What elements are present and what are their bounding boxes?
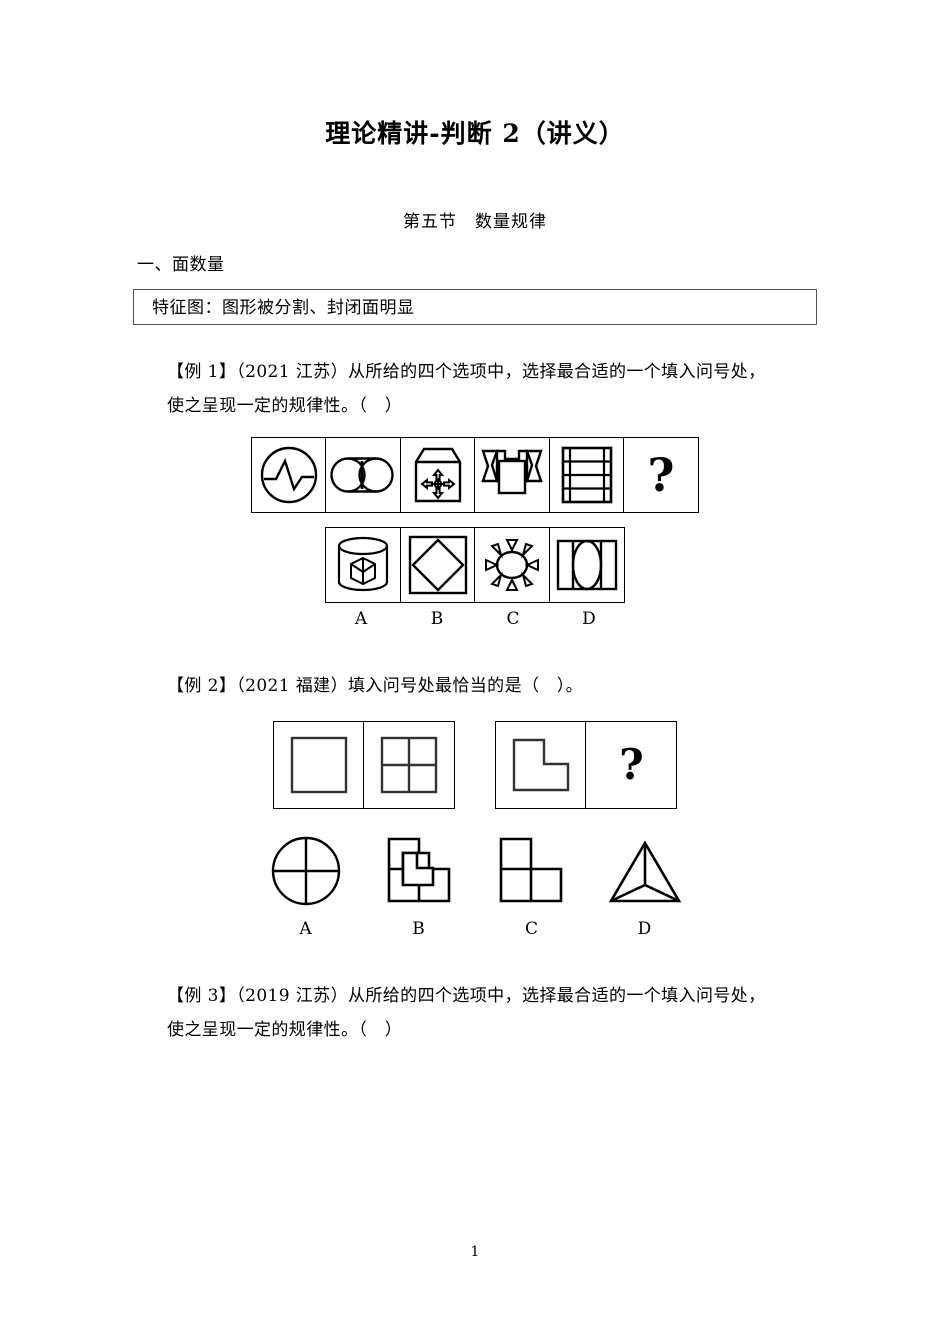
cell-question-mark: ? (585, 720, 678, 809)
option-label-b: B (430, 608, 444, 629)
rectangle-with-ellipse-and-bars-icon (556, 539, 617, 590)
circle-with-cross-icon (271, 836, 340, 905)
two-touching-circles-icon (330, 456, 395, 493)
cell-two-touching-circles (325, 436, 402, 513)
example-2-options-row (249, 827, 701, 907)
circle-with-zigzag-icon (260, 446, 318, 503)
triangle-with-center-point-icon (608, 839, 681, 902)
cell-carton-box-with-four-way-arrow (399, 436, 476, 513)
example-1-prompt-line-1: 【例 1】（2021 江苏）从所给的四个选项中，选择最合适的一个填入问号处， (167, 361, 766, 382)
example-1-prompt-line-2: 使之呈现一定的规律性。（ ） (167, 395, 403, 416)
question-mark-glyph: ? (647, 447, 675, 502)
option-d-rectangle-with-ellipse-and-bars[interactable] (548, 526, 625, 603)
example-2-option-labels: A B C D (249, 919, 701, 939)
feature-box: 特征图：图形被分割、封闭面明显 (133, 288, 817, 325)
option-b-l-tromino-with-inner-l[interactable] (362, 827, 475, 907)
example-3-prompt-line-2: 使之呈现一定的规律性。（ ） (167, 1019, 403, 1040)
bowtie-with-square-icon (481, 449, 543, 494)
option-label-c: C (506, 608, 520, 629)
example-1-question-figure: ? (133, 436, 817, 513)
cell-circle-with-zigzag (250, 436, 327, 513)
page-number: 1 (470, 1244, 480, 1260)
option-c-l-tromino-three-squares[interactable] (475, 827, 588, 907)
example-1-options-figure: A B C D (133, 526, 817, 629)
option-c-sun-with-rays[interactable] (474, 526, 551, 603)
example-1-option-labels: A B C D (323, 609, 627, 629)
sun-with-rays-icon (485, 538, 540, 591)
example-2-options-figure: A B C D (133, 827, 817, 939)
example-1-options-row (325, 526, 625, 603)
option-label-b: B (412, 918, 425, 939)
option-d-triangle-with-center-point[interactable] (588, 827, 701, 907)
l-shaped-polygon-icon (512, 738, 570, 791)
ladder-grid-rectangle-icon (561, 446, 612, 503)
cell-plain-square (272, 720, 365, 809)
question-mark-glyph: ? (619, 739, 644, 789)
example-2-question-group-2: ? (495, 720, 678, 809)
option-b-square-with-inscribed-diamond[interactable] (399, 526, 476, 603)
example-2-question-figure: ? (133, 720, 817, 809)
square-divided-in-four-icon (380, 736, 438, 793)
section-heading: 第五节 数量规律 (403, 211, 547, 232)
cell-bowtie-with-square (474, 436, 551, 513)
cell-square-divided-in-four (363, 720, 455, 809)
sub-heading: 一、面数量 (137, 254, 225, 275)
example-1-question-row: ? (250, 436, 700, 513)
plain-square-icon (290, 736, 347, 793)
example-2-prompt-line-1: 【例 2】（2021 福建）填入问号处最恰当的是（ ）。 (167, 675, 584, 696)
cell-question-mark: ? (623, 436, 700, 513)
carton-box-with-four-way-arrow-icon (414, 447, 461, 502)
l-tromino-three-squares-icon (499, 837, 562, 902)
page-title: 理论精讲-判断 2（讲义） (325, 119, 625, 148)
example-2-options-column: A B C D (249, 827, 701, 939)
option-label-a: A (299, 918, 312, 939)
square-with-inscribed-diamond-icon (408, 535, 467, 594)
cell-l-shaped-polygon (495, 720, 587, 809)
option-label-d: D (582, 608, 596, 629)
option-label-d: D (637, 918, 652, 939)
l-tromino-with-inner-l-icon (387, 837, 450, 902)
option-label-a: A (354, 608, 368, 629)
cylinder-with-cube-icon (338, 536, 389, 591)
example-1-options-column: A B C D (323, 526, 627, 629)
example-2-group-separator (455, 721, 495, 809)
example-2-question-group-1 (272, 720, 455, 809)
option-label-c: C (524, 918, 538, 939)
example-3-prompt-line-1: 【例 3】（2019 江苏）从所给的四个选项中，选择最合适的一个填入问号处， (167, 985, 766, 1006)
option-a-circle-with-cross[interactable] (249, 827, 362, 907)
cell-ladder-grid-rectangle (548, 436, 625, 513)
option-a-cylinder-with-cube[interactable] (325, 526, 402, 603)
